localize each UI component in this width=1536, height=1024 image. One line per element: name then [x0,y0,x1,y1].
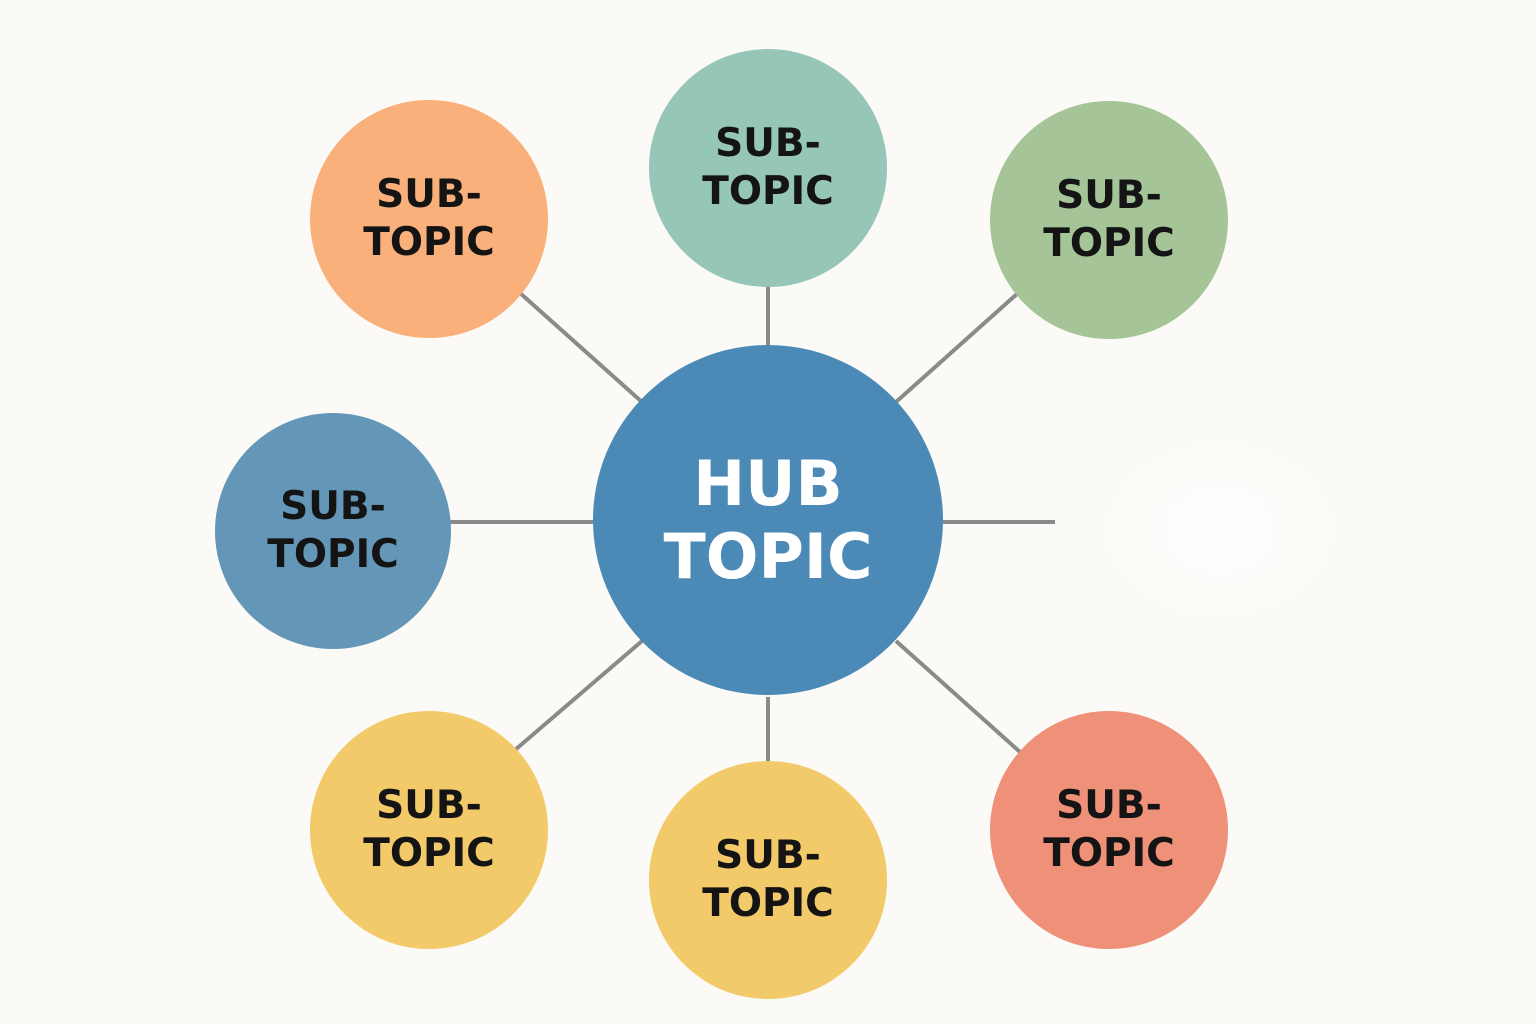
subtopic-node-bottom-right[interactable]: SUB- TOPIC [990,711,1228,949]
subtopic-label-line1: SUB- [1056,173,1162,219]
subtopic-label-line2: TOPIC [702,169,834,214]
faded-background-shape [1090,430,1350,630]
subtopic-label-line1: SUB- [376,172,482,218]
subtopic-label-line2: TOPIC [267,532,399,577]
subtopic-label-line2: TOPIC [1043,831,1175,876]
subtopic-node-top-center[interactable]: SUB- TOPIC [649,49,887,287]
subtopic-node-middle-left[interactable]: SUB- TOPIC [215,413,451,649]
hub-label-line1: HUB [693,446,843,520]
connector-bottom-right [894,639,1022,754]
subtopic-label-line2: TOPIC [363,220,495,265]
subtopic-node-bottom-center[interactable]: SUB- TOPIC [649,761,887,999]
subtopic-label-line1: SUB- [715,833,821,879]
subtopic-node-bottom-left[interactable]: SUB- TOPIC [310,711,548,949]
hub-node[interactable]: HUB TOPIC [593,345,943,695]
subtopic-label-line2: TOPIC [363,831,495,876]
subtopic-node-top-right[interactable]: SUB- TOPIC [990,101,1228,339]
subtopic-label-line2: TOPIC [1043,221,1175,266]
connector-bottom-left [513,639,644,752]
subtopic-label-line1: SUB- [280,484,386,530]
connector-top-left [518,291,644,404]
connector-top-right [894,291,1020,404]
subtopic-label-line2: TOPIC [702,881,834,926]
hub-label-line2: TOPIC [663,520,873,593]
subtopic-label-line1: SUB- [1056,783,1162,829]
subtopic-label-line1: SUB- [376,783,482,829]
subtopic-label-line1: SUB- [715,121,821,167]
subtopic-node-top-left[interactable]: SUB- TOPIC [310,100,548,338]
